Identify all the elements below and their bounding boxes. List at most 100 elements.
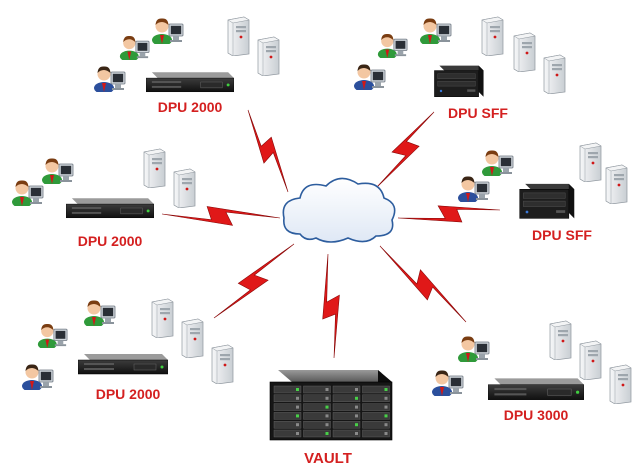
- lightning-bolt-links: [161, 109, 501, 359]
- drive-led: [355, 388, 358, 391]
- rack-server-icon: [488, 377, 584, 401]
- drive-led: [384, 396, 388, 400]
- user-workstation-icon: [457, 175, 490, 202]
- drive-led: [325, 423, 329, 427]
- drive-led: [355, 414, 358, 418]
- drive-bay: [362, 394, 390, 402]
- node-label-vault: VAULT: [304, 450, 352, 467]
- user-workstation-icon: [119, 35, 150, 60]
- user-workstation-icon: [377, 33, 408, 58]
- node-label-dpu-sff-top: DPU SFF: [448, 105, 508, 121]
- drive-led: [325, 414, 329, 418]
- drive-bay: [303, 394, 331, 402]
- drive-bay: [362, 412, 390, 420]
- node-dpu-2000-top: [93, 16, 280, 93]
- tower-server-icon: [181, 318, 204, 358]
- node-dpu-sff-mid: [457, 142, 628, 219]
- tower-server-icon: [227, 16, 250, 56]
- tower-server-icon: [549, 320, 572, 360]
- drive-bay: [332, 394, 361, 402]
- drive-led: [296, 396, 299, 400]
- lightning-bolt-icon: [379, 245, 467, 323]
- small-form-factor-pc-icon: [519, 183, 575, 219]
- node-label-dpu-3000: DPU 3000: [504, 407, 569, 423]
- tower-server-icon: [579, 340, 602, 380]
- drive-led: [384, 414, 388, 418]
- drive-bay: [273, 403, 302, 411]
- drive-bay: [332, 385, 361, 394]
- drive-bay: [362, 385, 390, 394]
- drive-bay: [362, 429, 390, 438]
- small-form-factor-pc-icon: [433, 65, 485, 98]
- lightning-bolt-icon: [322, 253, 340, 359]
- tower-server-icon: [151, 298, 174, 338]
- drive-led: [296, 405, 299, 409]
- drive-bay: [303, 403, 331, 411]
- tower-server-icon: [481, 16, 504, 56]
- node-label-dpu-sff-mid: DPU SFF: [532, 227, 592, 243]
- user-workstation-icon: [481, 149, 514, 176]
- drive-led: [325, 432, 329, 435]
- storage-array-icon: [269, 370, 393, 441]
- rack-server-icon: [146, 71, 234, 93]
- node-label-dpu-2000-top: DPU 2000: [158, 99, 223, 115]
- tower-server-icon: [609, 364, 632, 404]
- node-label-dpu-2000-bottom: DPU 2000: [96, 386, 161, 402]
- user-workstation-icon: [457, 335, 490, 362]
- drive-bay: [332, 412, 361, 420]
- cloud-icon: [282, 177, 396, 243]
- drive-bay: [273, 385, 302, 394]
- drive-led: [296, 414, 299, 418]
- user-workstation-icon: [83, 299, 116, 326]
- drive-led: [325, 388, 329, 391]
- user-workstation-icon: [151, 17, 184, 44]
- lightning-bolt-icon: [397, 205, 501, 223]
- tower-server-icon: [513, 32, 536, 72]
- drive-led: [384, 388, 388, 391]
- tower-server-icon: [257, 36, 280, 76]
- user-workstation-icon: [21, 363, 54, 390]
- drive-bay: [362, 403, 390, 411]
- user-workstation-icon: [37, 323, 68, 348]
- node-dpu-sff-top: [353, 16, 566, 98]
- drive-led: [325, 396, 329, 400]
- drive-led: [296, 432, 299, 435]
- lightning-bolt-icon: [161, 206, 281, 226]
- drive-bay: [273, 394, 302, 402]
- drive-bay: [273, 412, 302, 420]
- drive-bay: [332, 429, 361, 438]
- rack-server-icon: [66, 197, 154, 219]
- lightning-bolt-icon: [247, 109, 289, 193]
- drive-bay: [303, 412, 331, 420]
- user-workstation-icon: [93, 65, 126, 92]
- lightning-bolt-icon: [375, 111, 435, 189]
- drive-bay: [273, 429, 302, 438]
- node-label-dpu-2000-mid: DPU 2000: [78, 233, 143, 249]
- tower-server-icon: [579, 142, 602, 182]
- node-dpu-2000-bottom: [21, 298, 234, 390]
- drive-led: [384, 405, 388, 409]
- drive-bay: [303, 421, 331, 429]
- drive-led: [384, 432, 388, 435]
- drive-led: [325, 405, 329, 409]
- drive-bay: [303, 385, 331, 394]
- drive-led: [384, 423, 388, 427]
- drive-bays: [273, 385, 390, 438]
- tower-server-icon: [543, 54, 566, 94]
- node-dpu-3000: [431, 320, 632, 404]
- drive-led: [296, 423, 299, 427]
- drive-led: [296, 388, 299, 391]
- user-workstation-icon: [11, 179, 44, 206]
- tower-server-icon: [605, 164, 628, 204]
- drive-led: [355, 432, 358, 435]
- node-dpu-2000-mid: [11, 148, 196, 219]
- user-workstation-icon: [41, 157, 74, 184]
- lightning-bolt-icon: [213, 243, 295, 319]
- drive-bay: [303, 429, 331, 438]
- drive-led: [355, 396, 358, 400]
- tower-server-icon: [211, 344, 234, 384]
- drive-bay: [273, 421, 302, 429]
- drive-bay: [332, 421, 361, 429]
- drive-bay: [332, 403, 361, 411]
